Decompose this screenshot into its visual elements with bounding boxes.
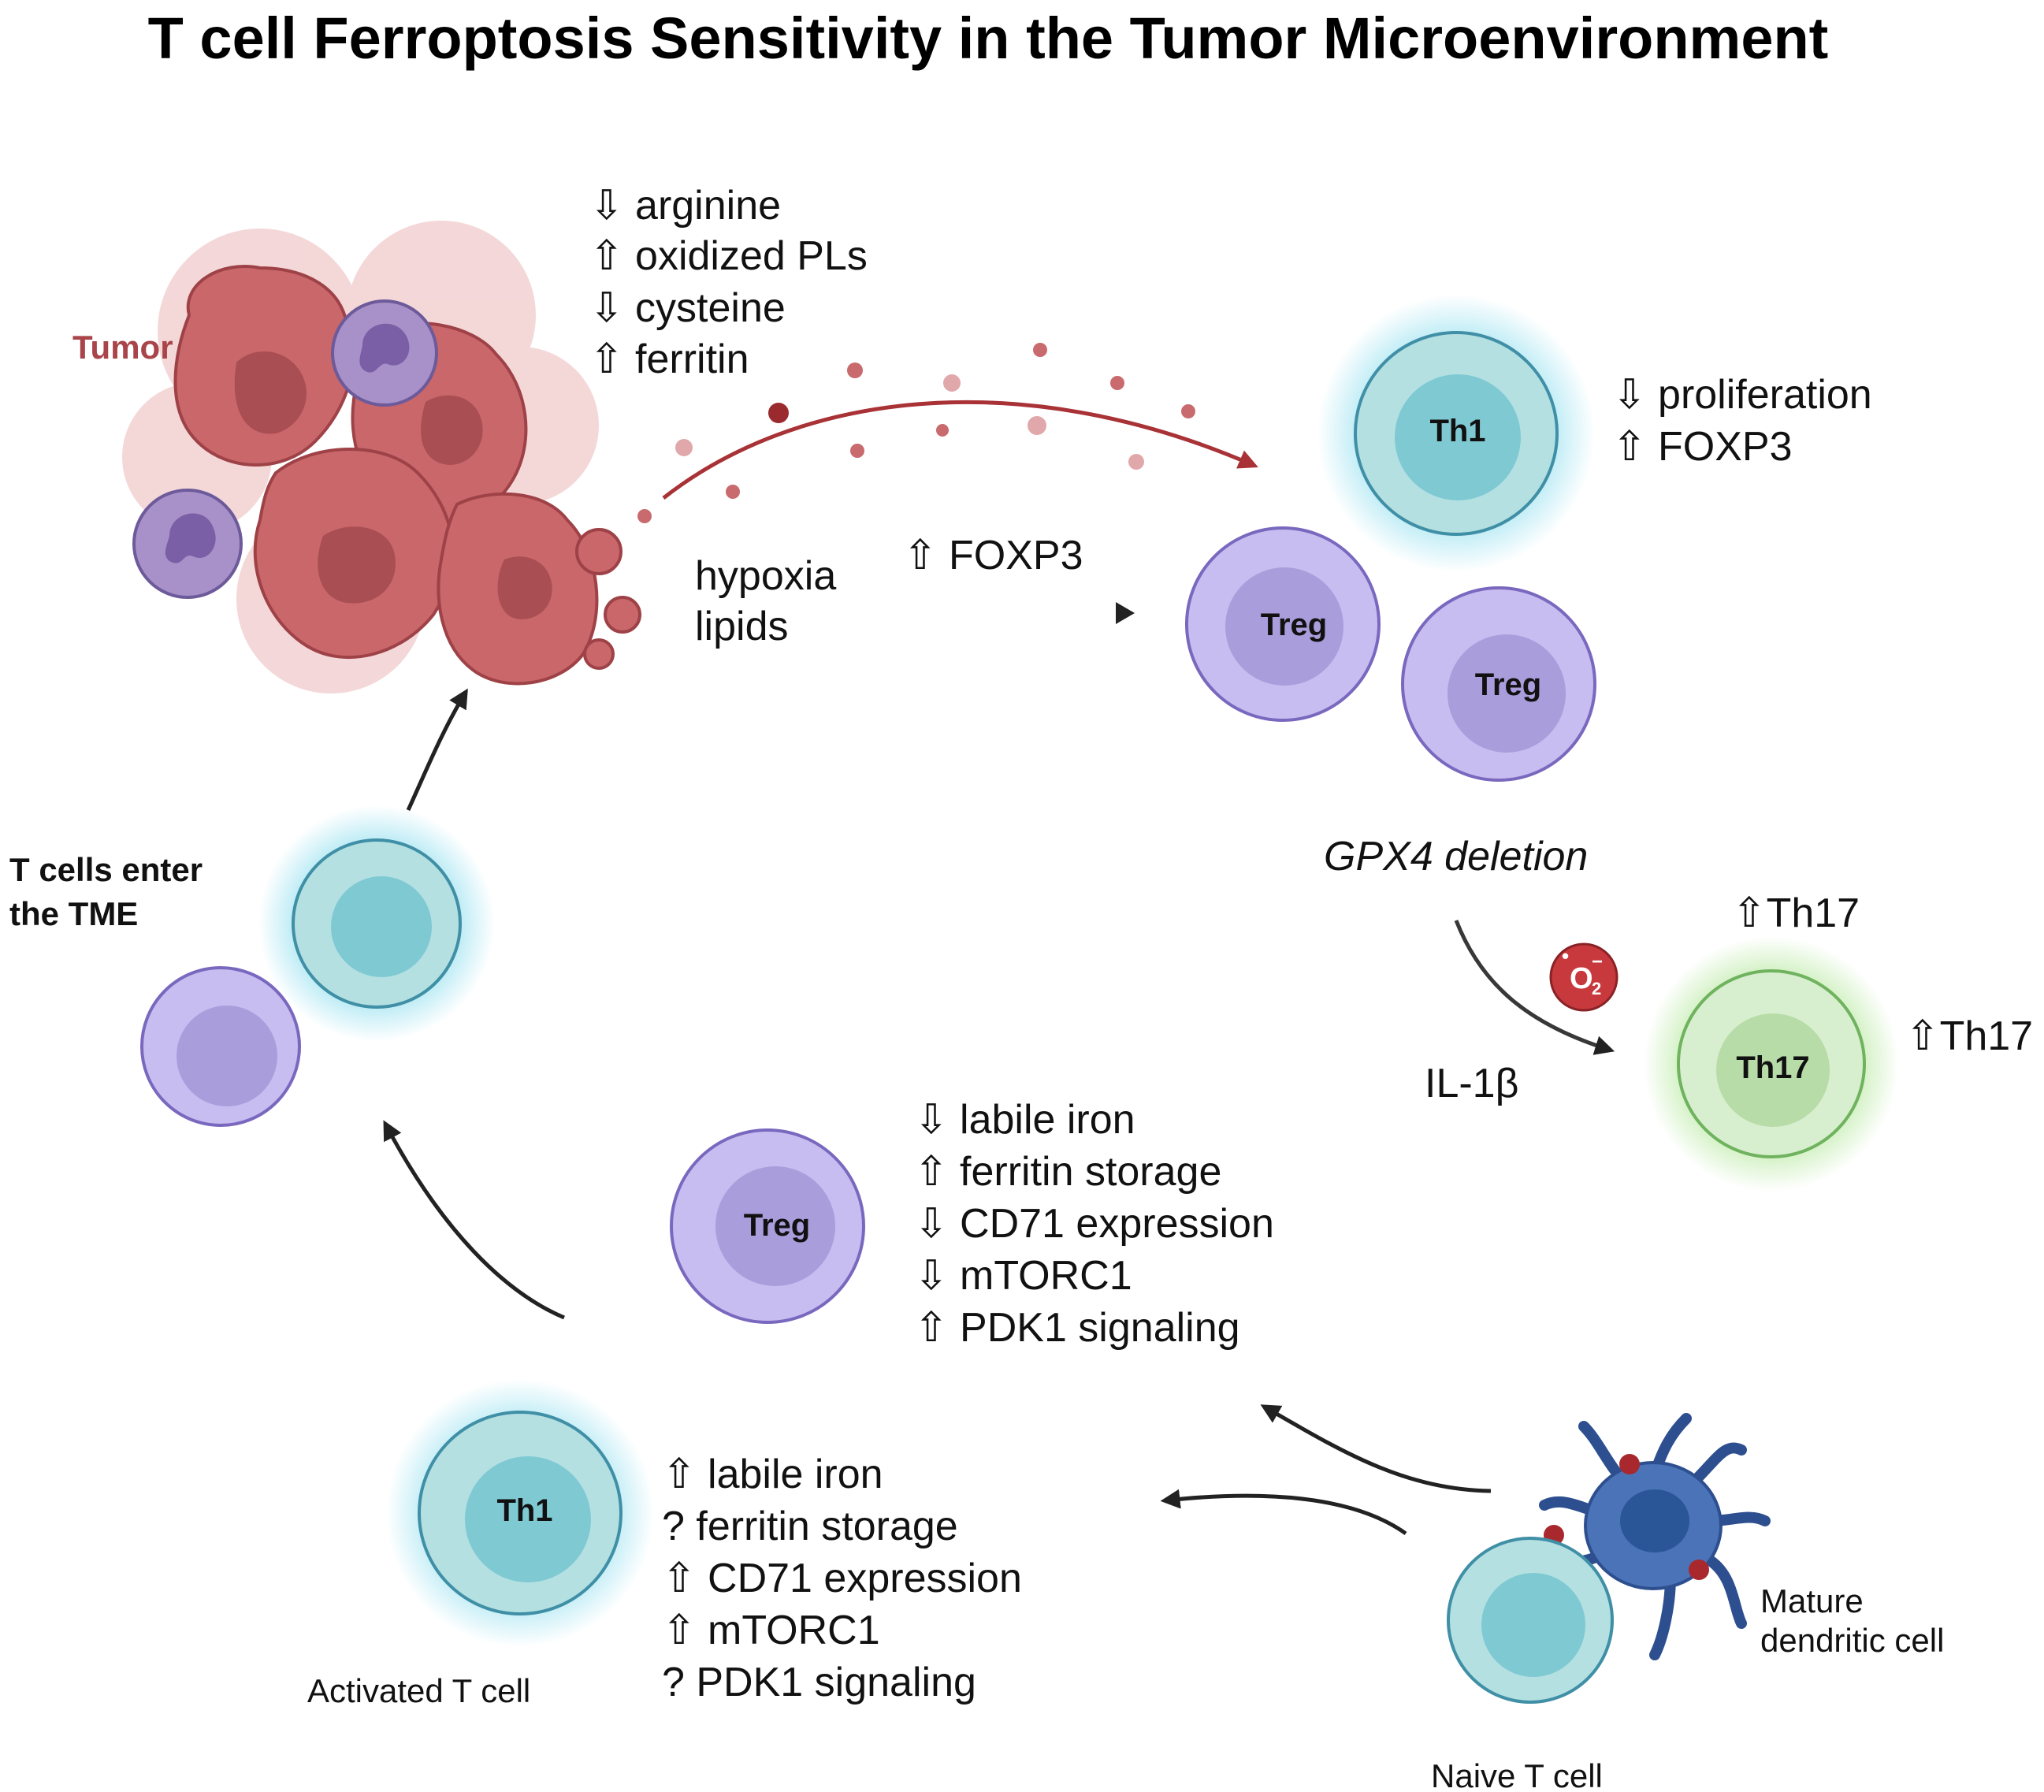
tumor-effect-arginine: ⇩ arginine (589, 183, 781, 229)
th1-effect-proliferation: ⇩ proliferation (1612, 372, 1872, 418)
ros-dot: • (1562, 944, 1569, 968)
entering-t-cell-teal (258, 805, 495, 1042)
treg-cell-1: Treg (1185, 526, 1381, 722)
activated-effects-list: ⇧ labile iron ? ferritin storage ⇧ CD71 … (662, 1452, 1022, 1705)
treg-effect-ferritin-storage: ⇧ ferritin storage (914, 1149, 1221, 1195)
activated-effect-labile-iron: ⇧ labile iron (662, 1452, 883, 1497)
foxp3-arrow-label: ⇧ FOXP3 (903, 533, 1083, 578)
th1-cell-top: Th1 (1317, 295, 1595, 572)
tumor-effects-list: ⇩ arginine ⇧ oxidized PLs ⇩ cysteine ⇧ f… (589, 183, 868, 382)
activated-effect-ferritin-storage: ? ferritin storage (662, 1504, 958, 1549)
ros-subscript: 2 (1592, 979, 1601, 998)
superoxide-badge: • O − 2 (1549, 942, 1618, 1012)
treg-1-label: Treg (1261, 608, 1327, 642)
treg-center-label: Treg (744, 1208, 810, 1243)
hypoxia-label: hypoxia (695, 553, 836, 599)
ros-symbol: O (1570, 962, 1593, 995)
treg-effect-mtorc1: ⇩ mTORC1 (914, 1253, 1132, 1299)
th17-up-top: ⇧Th17 (1732, 890, 1860, 936)
dendritic-label-line1: Mature (1760, 1582, 1864, 1619)
tumor-cluster (122, 221, 641, 693)
treg-2-label: Treg (1475, 667, 1541, 702)
treg-effect-labile-iron: ⇩ labile iron (914, 1097, 1135, 1143)
gpx4-to-th17-arrow (1454, 920, 1615, 1055)
il1b-label: IL-1β (1425, 1061, 1519, 1106)
dendritic-cell (1531, 1413, 1771, 1660)
tumor-effect-cysteine: ⇩ cysteine (589, 285, 786, 331)
lipids-label: lipids (695, 604, 789, 649)
t-cells-enter-line1: T cells enter (9, 851, 203, 888)
activated-th1-cell: Th1 (386, 1379, 654, 1647)
treg-effect-pdk1: ⇧ PDK1 signaling (914, 1305, 1240, 1351)
activated-t-cell-caption: Activated T cell (307, 1672, 530, 1709)
dendritic-label-line2: dendritic cell (1760, 1622, 1944, 1659)
ros-charge: − (1592, 951, 1603, 972)
activated-effect-cd71: ⇧ CD71 expression (662, 1556, 1022, 1601)
naive-t-cell-caption: Naive T cell (1431, 1757, 1603, 1792)
tumor-label: Tumor (72, 329, 173, 366)
released-particles (637, 343, 1195, 523)
t-cells-enter-line2: the TME (9, 895, 138, 932)
entering-t-cell-purple (140, 966, 301, 1127)
naive-t-cell (1447, 1537, 1614, 1704)
activated-to-enter-arrow (383, 1120, 565, 1320)
figure-title: T cell Ferroptosis Sensitivity in the Tu… (148, 6, 1829, 71)
th17-label: Th17 (1736, 1050, 1809, 1085)
activated-effect-mtorc1: ⇧ mTORC1 (662, 1608, 880, 1653)
th17-cell: Th17 (1644, 936, 1899, 1192)
activated-th1-label: Th1 (496, 1493, 552, 1528)
th17-up-right: ⇧Th17 (1905, 1013, 2033, 1059)
treg-cell-2: Treg (1401, 586, 1596, 782)
treg-cell-center: Treg (670, 1128, 865, 1324)
enter-tme-arrow (406, 688, 468, 812)
th1-top-label: Th1 (1429, 414, 1485, 448)
th1-effect-foxp3: ⇧ FOXP3 (1612, 424, 1793, 470)
tumor-to-th1-arrow (662, 400, 1258, 500)
dc-to-treg-arrow (1260, 1404, 1492, 1493)
tumor-effect-oxidized-pls: ⇧ oxidized PLs (589, 233, 868, 279)
gpx4-deletion-label: GPX4 deletion (1324, 834, 1588, 879)
dc-to-th1-arrow (1160, 1489, 1407, 1536)
treg-effects-list: ⇩ labile iron ⇧ ferritin storage ⇩ CD71 … (914, 1097, 1274, 1351)
treg-effect-cd71: ⇩ CD71 expression (914, 1201, 1274, 1247)
hypoxia-arrowhead (1116, 602, 1135, 624)
tumor-effect-ferritin: ⇧ ferritin (589, 336, 749, 382)
activated-effect-pdk1: ? PDK1 signaling (662, 1660, 976, 1705)
